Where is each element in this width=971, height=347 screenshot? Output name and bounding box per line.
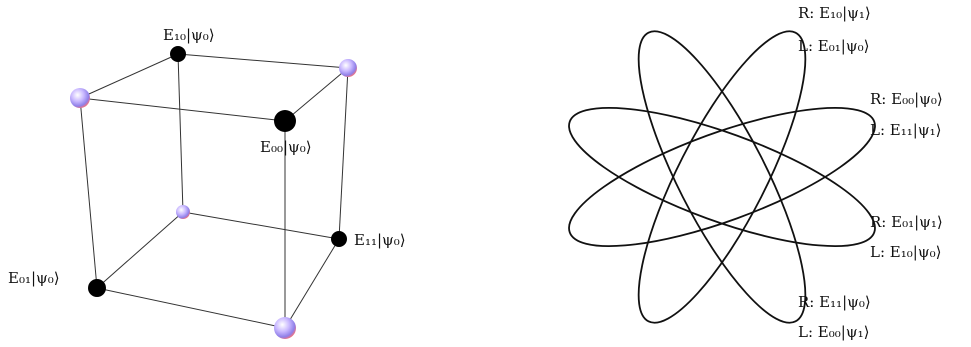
label-e01-psi0: E₀₁|ψ₀⟩ <box>8 269 60 287</box>
vertex-black-e01 <box>88 279 106 297</box>
orbit-ellipse <box>568 106 876 248</box>
orbit-ellipse <box>568 106 876 248</box>
vertex-sphere <box>70 88 90 108</box>
label-bottom-r: R: E₁₁|ψ₀⟩ <box>798 293 871 311</box>
vertex-black-e10 <box>170 46 186 62</box>
orbit-ellipse <box>637 30 807 324</box>
label-upper-r: R: E₀₀|ψ₀⟩ <box>870 90 943 108</box>
cube-edge <box>79 97 98 289</box>
label-lower-r: R: E₀₁|ψ₁⟩ <box>870 213 943 231</box>
label-e00-psi0: E₀₀|ψ₀⟩ <box>260 138 312 156</box>
label-top-r: R: E₁₀|ψ₁⟩ <box>798 4 871 22</box>
vertex-sphere <box>339 59 357 77</box>
cube-edge <box>338 67 349 240</box>
vertex-sphere <box>274 317 296 339</box>
cube-edge <box>79 53 179 99</box>
label-lower-l: L: E₁₀|ψ₀⟩ <box>870 243 941 261</box>
cube-edge <box>284 238 340 329</box>
cube-edge <box>79 97 286 122</box>
cube-edge <box>182 211 340 240</box>
orbit-ellipse <box>637 30 807 324</box>
cube-edge <box>284 67 349 122</box>
label-top-l: L: E₀₁|ψ₀⟩ <box>798 37 869 55</box>
orbit-diagram: R: E₁₀|ψ₁⟩ L: E₀₁|ψ₀⟩ R: E₀₀|ψ₀⟩ L: E₁₁|… <box>568 4 943 341</box>
label-e11-psi0: E₁₁|ψ₀⟩ <box>354 231 406 249</box>
vertex-black-e11 <box>331 231 347 247</box>
cube-edge <box>177 53 349 69</box>
cube-edge <box>96 211 184 289</box>
cube-edge <box>96 287 286 329</box>
label-upper-l: L: E₁₁|ψ₁⟩ <box>870 121 941 139</box>
vertex-sphere <box>176 205 190 219</box>
vertex-black-e00 <box>274 110 296 132</box>
cube-diagram: E₁₀|ψ₀⟩ E₀₀|ψ₀⟩ E₁₁|ψ₀⟩ E₀₁|ψ₀⟩ <box>8 26 406 339</box>
label-e10-psi0: E₁₀|ψ₀⟩ <box>163 26 215 44</box>
cube-edge <box>177 53 184 213</box>
label-bottom-l: L: E₀₀|ψ₁⟩ <box>798 323 869 341</box>
